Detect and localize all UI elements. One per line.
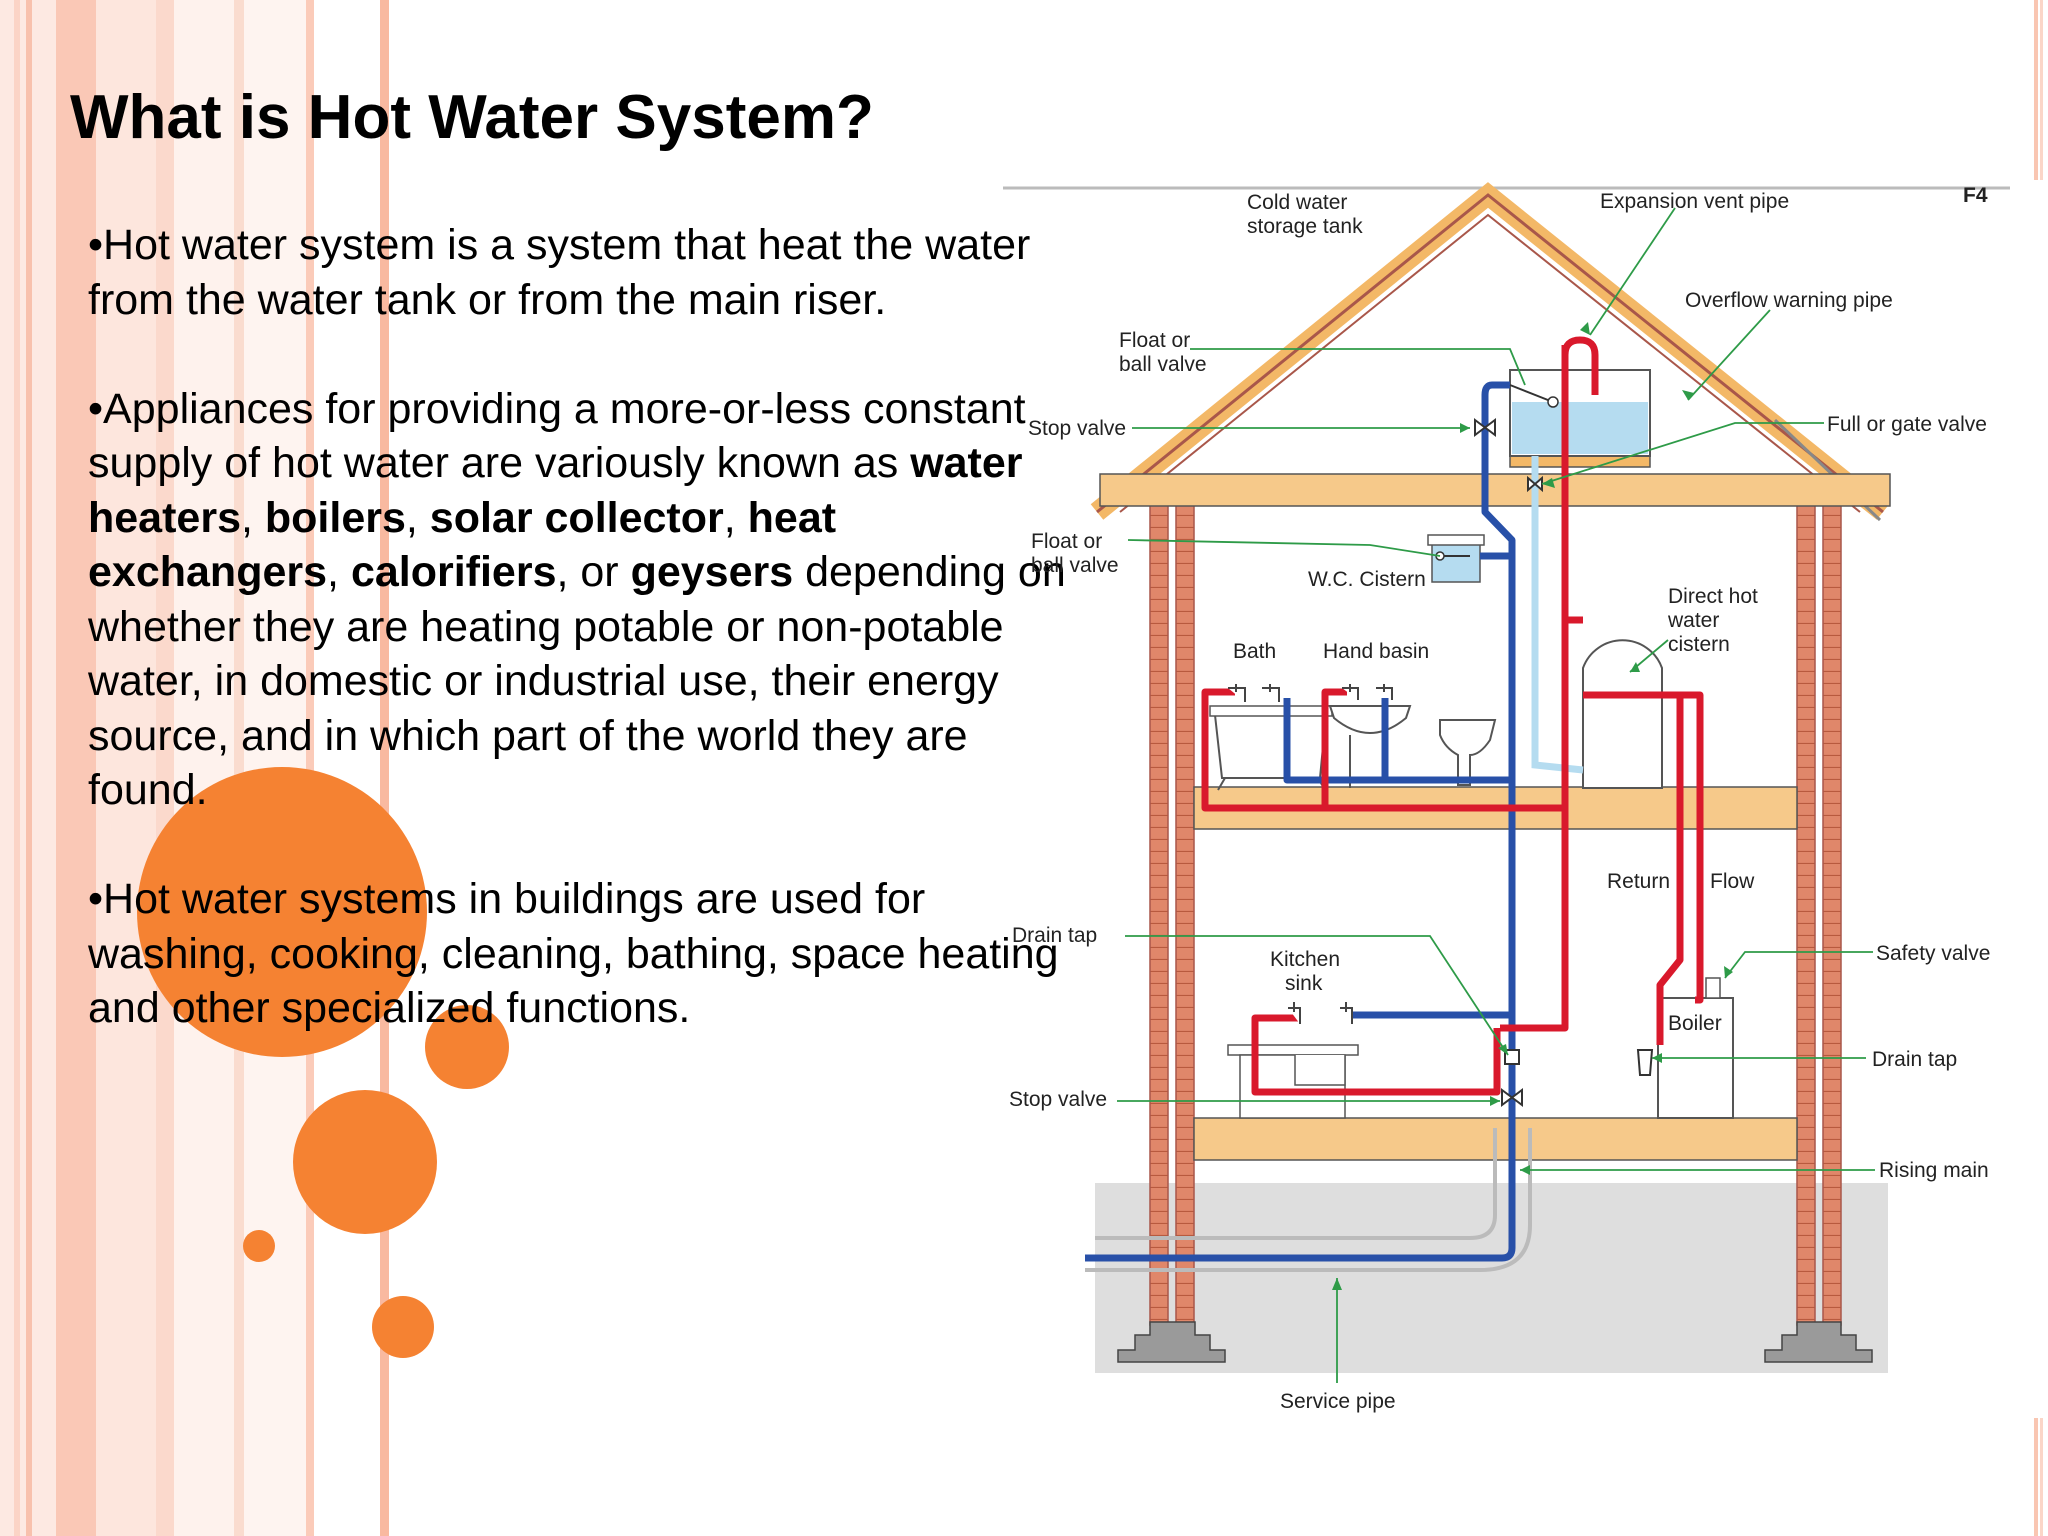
gate-valve-top — [1527, 475, 1543, 493]
label-drain-tap-right: Drain tap — [1872, 1048, 1957, 1071]
hot-return-pipe — [1583, 691, 1684, 1045]
label-figure-tag: F4 — [1963, 184, 1988, 207]
leader-drain-left — [1125, 935, 1509, 1056]
label-float-top-2: ball valve — [1119, 353, 1207, 376]
term-heat-exchangers: heat exchangers — [88, 493, 837, 597]
label-wc-cistern: W.C. Cistern — [1308, 568, 1426, 591]
bullet-2-text: •Appliances for providing a more-or-less… — [88, 384, 1026, 488]
hot-branch-basin — [1321, 688, 1347, 808]
label-direct-hot-2: water — [1667, 609, 1719, 632]
term-geysers: geysers — [630, 548, 794, 596]
term-boilers: boilers — [264, 493, 406, 542]
label-bath: Bath — [1233, 640, 1276, 663]
kitchen-sink — [1227, 1044, 1359, 1056]
label-boiler: Boiler — [1668, 1012, 1722, 1035]
leader-overflow — [1687, 309, 1771, 401]
decor-circle-tiny — [243, 1230, 275, 1262]
hot-branch-upper — [1201, 688, 1565, 812]
drain-tap-left-valve — [1504, 1049, 1520, 1065]
label-return: Return — [1607, 870, 1670, 893]
leader-safety — [1724, 951, 1873, 979]
label-float-top-1: Float or — [1119, 329, 1190, 352]
decor-circle-small-2 — [372, 1296, 434, 1358]
bullet-1: •Hot water system is a system that heat … — [88, 221, 1031, 324]
hot-water-system-diagram: F4 Cold water storage tank Expansion ven… — [1003, 182, 2010, 1413]
roof — [1090, 182, 1890, 520]
leader-expansion — [1589, 207, 1676, 336]
taps — [1228, 684, 1393, 1024]
decor-circle-medium — [293, 1090, 437, 1234]
cold-main-riser — [1085, 381, 1516, 1262]
decor-circle-small — [425, 1005, 509, 1089]
term-calorifiers: calorifiers — [350, 548, 557, 596]
direct-hot-water-cistern — [1582, 639, 1663, 789]
wall-right — [1796, 504, 1816, 1326]
hot-branch-kitchen — [1251, 1014, 1501, 1096]
expansion-vent-pipe — [1561, 336, 1599, 620]
leader-full-gate — [1541, 422, 1824, 485]
label-direct-hot-3: cistern — [1668, 633, 1730, 656]
wall-left — [1149, 504, 1169, 1326]
label-service-pipe: Service pipe — [1280, 1390, 1396, 1413]
label-kitchen-1: Kitchen — [1270, 948, 1340, 971]
wc — [1439, 719, 1497, 786]
bullet-2-sep: , or — [556, 548, 631, 596]
attic-floor — [1099, 473, 1891, 507]
hand-basin — [1328, 705, 1412, 734]
service-pipe — [1085, 1128, 1532, 1272]
label-cold-water-storage-1: Cold water — [1247, 191, 1347, 214]
label-hand-basin: Hand basin — [1323, 640, 1429, 663]
label-full-gate-valve: Full or gate valve — [1827, 413, 1987, 436]
label-flow: Flow — [1710, 870, 1755, 893]
label-float-mid-1: Float or — [1031, 530, 1102, 553]
term-solar-collector: solar collector — [429, 493, 724, 542]
label-rising-main: Rising main — [1879, 1159, 1989, 1182]
slide-body: •Hot water system is a system that heat … — [88, 218, 1078, 1090]
footing-right — [1764, 1321, 1873, 1363]
hot-main-pipe — [1500, 620, 1569, 1032]
label-direct-hot-1: Direct hot — [1668, 585, 1758, 608]
ground — [1095, 1183, 1888, 1373]
leader-float-mid — [1127, 539, 1441, 557]
cold-branch-basin — [1381, 698, 1512, 784]
term-water-heaters: water heaters — [88, 439, 1023, 542]
bullet-2-sep: , — [327, 548, 351, 596]
label-stop-valve-top: Stop valve — [1028, 417, 1126, 440]
footing-left — [1117, 1321, 1226, 1363]
label-kitchen-2: sink — [1285, 972, 1323, 995]
drain-tap-right-valve — [1636, 1049, 1654, 1076]
bullet-2-sep: , — [723, 493, 748, 542]
label-cold-water-storage-2: storage tank — [1247, 215, 1363, 238]
decor-circle-large — [137, 767, 427, 1057]
label-overflow-warning-pipe: Overflow warning pipe — [1685, 289, 1893, 312]
label-drain-tap-left: Drain tap — [1012, 924, 1097, 947]
bullet-2-sep: , — [405, 493, 430, 542]
label-stop-valve-bottom: Stop valve — [1009, 1088, 1107, 1111]
slide-title: What is Hot Water System? — [70, 83, 874, 152]
stop-valve-top — [1474, 418, 1496, 437]
bullet-2: •Appliances for providing a more-or-less… — [88, 382, 1078, 818]
label-float-mid-2: ball valve — [1031, 554, 1119, 577]
stop-valve-bottom — [1501, 1088, 1523, 1107]
label-expansion-vent-pipe: Expansion vent pipe — [1600, 190, 1789, 213]
bath — [1213, 714, 1328, 779]
bullet-3: •Hot water systems in buildings are used… — [88, 875, 1059, 1032]
bullet-2-tail: depending on whether they are heating po… — [88, 548, 1066, 814]
wc-cistern — [1431, 539, 1481, 583]
label-safety-valve: Safety valve — [1876, 942, 1990, 965]
bullet-2-sep: , — [240, 493, 265, 542]
leader-float-top — [1190, 348, 1526, 386]
